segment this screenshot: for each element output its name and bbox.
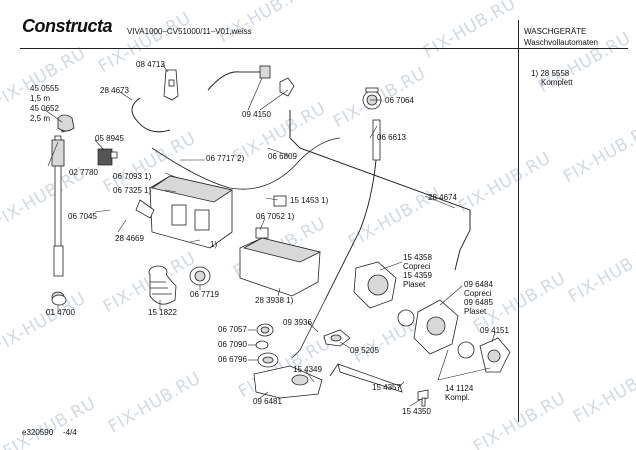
brand-logo: Constructa — [22, 16, 113, 36]
part-label: 09 4151 — [480, 326, 509, 335]
part-label: Plaset — [403, 280, 426, 289]
pressure-switch — [362, 87, 382, 110]
part-label: 2,5 m — [30, 114, 51, 123]
part-label: 15 1822 — [148, 308, 177, 317]
detergent-drawer-housing — [135, 175, 233, 249]
part-label: 06 6796 — [218, 355, 247, 364]
part-label: 09 6485 — [464, 298, 493, 307]
drain-pump — [353, 261, 511, 373]
seal-067090 — [255, 340, 269, 350]
bracket-084713 — [163, 69, 179, 101]
part-label: 06 6613 — [377, 133, 406, 142]
part-label: 01 4700 — [46, 308, 75, 317]
part-label: 06 7045 — [68, 212, 97, 221]
flap-151453 — [273, 195, 287, 207]
detergent-drawer — [239, 227, 322, 297]
part-label: 09 6484 — [464, 280, 493, 289]
part-label: 06 7325 1) — [113, 186, 152, 195]
part-label: 05 8945 — [95, 134, 124, 143]
part-label: 09 6481 — [253, 397, 282, 406]
part-label: 06 7057 — [218, 325, 247, 334]
part-label: 28 4674 — [428, 193, 457, 202]
part-label: 06 7064 — [385, 96, 414, 105]
part-label: 15 4350 — [402, 407, 431, 416]
sidebar-note-ref: 1) 28 5558 — [531, 69, 570, 78]
part-label: 06 7717 2) — [206, 154, 245, 163]
hose-066613 — [291, 119, 381, 359]
part-label: 28 4669 — [115, 234, 144, 243]
part-label: 09 3936 — [283, 318, 312, 327]
part-label: 06 7093 1) — [113, 172, 152, 181]
inlet-valve — [97, 148, 118, 166]
sump-066796 — [257, 352, 279, 368]
part-label: 02 7780 — [69, 168, 98, 177]
part-label: 28 3938 1) — [255, 296, 294, 305]
part-label: 1) — [210, 240, 218, 249]
sidebar-note-text: Komplett — [541, 78, 573, 87]
part-label: Copreci — [464, 289, 492, 298]
hose-094150 — [207, 65, 295, 97]
header-rule — [20, 48, 628, 49]
part-label: Kompl. — [445, 393, 470, 402]
category-subtitle: Waschvollautomaten — [524, 38, 598, 47]
part-label: 15 4358 — [403, 253, 432, 262]
part-label: 09 4150 — [242, 110, 271, 119]
part-label: 06 7090 — [218, 340, 247, 349]
wire-066809 — [151, 137, 341, 190]
sump-hose-096481 — [253, 365, 323, 399]
seal-067057 — [256, 323, 274, 337]
inlet-hose — [51, 114, 75, 303]
sidebar-divider — [518, 20, 519, 422]
part-label: 45 0555 — [30, 84, 59, 93]
part-label: Plaset — [464, 307, 487, 316]
bellows-151822 — [148, 265, 177, 305]
category-title: WASCHGERÄTE — [524, 27, 587, 36]
model-designation: VIVA1000–CV51000/11–V01,weiss — [127, 27, 252, 36]
ring-067719 — [189, 266, 211, 286]
part-label: 15 4349 — [293, 365, 322, 374]
leader-lines — [44, 63, 496, 407]
part-label: 15 4359 — [403, 271, 432, 280]
nut-014700 — [51, 294, 67, 306]
part-label: Copreci — [403, 262, 431, 271]
part-label: 06 7052 1) — [256, 212, 295, 221]
part-label: 1,5 m — [30, 94, 51, 103]
rod-154357 — [329, 363, 403, 393]
part-label: 14 1124 — [445, 384, 474, 393]
pipe-284674 — [289, 110, 471, 271]
document-code: e320590 — [22, 428, 54, 437]
screw-154350 — [417, 389, 429, 407]
page-number: -4/4 — [63, 428, 77, 437]
part-label: 28 4673 — [100, 86, 129, 95]
part-label: 06 7719 — [190, 290, 219, 299]
part-label: 45 0652 — [30, 104, 59, 113]
part-label: 15 4357 — [372, 383, 401, 392]
part-label: 06 6809 — [268, 152, 297, 161]
hose-284673 — [131, 97, 171, 133]
part-label: 15 1453 1) — [290, 196, 329, 205]
connector-095205 — [323, 329, 351, 347]
part-label: 09 5205 — [350, 346, 379, 355]
part-label: 08 4713 — [136, 60, 165, 69]
